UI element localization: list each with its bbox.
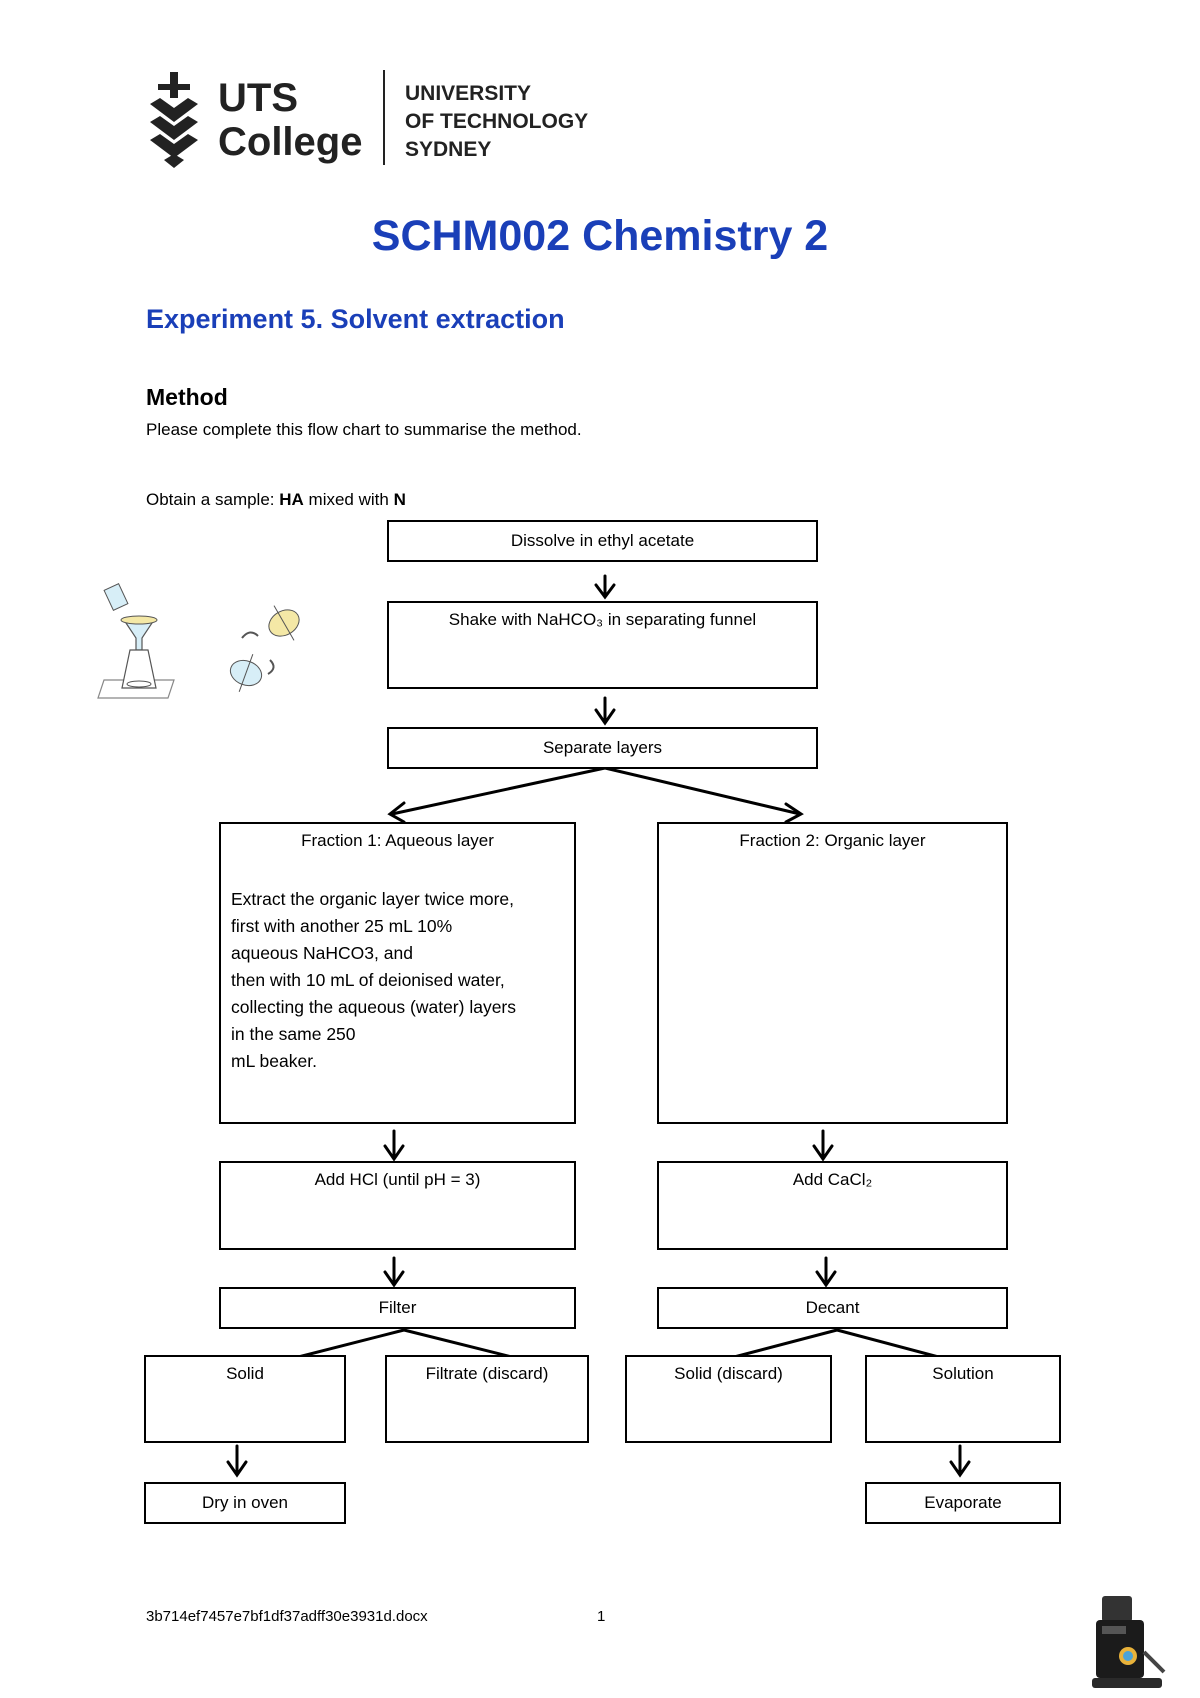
solid-label: Solid bbox=[226, 1364, 264, 1383]
box-add-cacl2: Add CaCl₂ bbox=[657, 1161, 1008, 1250]
box-filtrate-discard: Filtrate (discard) bbox=[385, 1355, 589, 1443]
box-solid-discard: Solid (discard) bbox=[625, 1355, 832, 1443]
dry-in-oven-label: Dry in oven bbox=[202, 1493, 288, 1512]
box-evaporate: Evaporate bbox=[865, 1482, 1061, 1524]
uts-crest-icon bbox=[150, 72, 198, 168]
logo-uni-line3: SYDNEY bbox=[405, 138, 492, 161]
box-separate: Separate layers bbox=[387, 727, 818, 769]
box-filter: Filter bbox=[219, 1287, 576, 1329]
box-shake: Shake with NaHCO₃ in separating funnel bbox=[387, 601, 818, 689]
fraction1-note: Extract the organic layer twice more, fi… bbox=[231, 886, 564, 1075]
fraction1-note-line7: mL beaker. bbox=[231, 1051, 317, 1071]
logo-uni-line2: OF TECHNOLOGY bbox=[405, 110, 589, 133]
footer-filename: 3b714ef7457e7bf1df37adff30e3931d.docx bbox=[146, 1608, 428, 1625]
arrow-dissolve-to-shake bbox=[594, 574, 616, 600]
box-fraction1: Fraction 1: Aqueous layer Extract the or… bbox=[219, 822, 576, 1124]
sample-n: N bbox=[393, 490, 406, 509]
spectrometer-illustration bbox=[1092, 1596, 1166, 1688]
logo-uts-text: UTS bbox=[218, 76, 298, 120]
evaporate-label: Evaporate bbox=[924, 1493, 1002, 1512]
method-heading: Method bbox=[146, 384, 228, 410]
funnel-filtration-illustration bbox=[97, 582, 175, 699]
logo-college-text: College bbox=[218, 120, 363, 164]
fraction1-note-line5: collecting the aqueous (water) layers bbox=[231, 997, 517, 1017]
fraction1-note-line6: in the same 250 bbox=[231, 1024, 356, 1044]
box-solid: Solid bbox=[144, 1355, 346, 1443]
box-solution: Solution bbox=[865, 1355, 1061, 1443]
add-hcl-label: Add HCl (until pH = 3) bbox=[314, 1170, 481, 1189]
fraction1-note-line2: first with another 25 mL 10% bbox=[231, 916, 453, 936]
logo-university-name: UNIVERSITY OF TECHNOLOGY SYDNEY bbox=[405, 80, 588, 164]
separating-funnel-shake-illustration bbox=[229, 605, 300, 692]
shake-label: Shake with NaHCO₃ in separating funnel bbox=[448, 610, 757, 629]
sample-mid: mixed with bbox=[303, 490, 394, 509]
filtrate-discard-label: Filtrate (discard) bbox=[425, 1364, 549, 1383]
decant-label: Decant bbox=[805, 1298, 860, 1317]
add-cacl2-label: Add CaCl₂ bbox=[792, 1170, 873, 1189]
sample-line: Obtain a sample: HA mixed with N bbox=[146, 488, 406, 512]
box-dissolve: Dissolve in ethyl acetate bbox=[387, 520, 818, 562]
logo-uni-line1: UNIVERSITY bbox=[405, 82, 532, 105]
box-fraction2: Fraction 2: Organic layer bbox=[657, 822, 1008, 1124]
uts-logo bbox=[146, 70, 606, 170]
separate-label: Separate layers bbox=[542, 738, 663, 757]
box-dry-in-oven: Dry in oven bbox=[144, 1482, 346, 1524]
sample-ha: HA bbox=[279, 490, 304, 509]
dissolve-label: Dissolve in ethyl acetate bbox=[510, 531, 695, 550]
arrow-shake-to-separate bbox=[594, 696, 616, 726]
box-decant: Decant bbox=[657, 1287, 1008, 1329]
filter-label: Filter bbox=[378, 1298, 417, 1317]
sample-prefix: Obtain a sample: bbox=[146, 490, 280, 509]
experiment-title: Experiment 5. Solvent extraction bbox=[146, 304, 565, 334]
solution-label: Solution bbox=[932, 1364, 994, 1383]
logo-divider bbox=[383, 70, 385, 165]
solid-discard-label: Solid (discard) bbox=[674, 1364, 783, 1383]
document-title: SCHM002 Chemistry 2 bbox=[371, 212, 829, 260]
fraction1-title: Fraction 1: Aqueous layer bbox=[301, 831, 494, 850]
fraction2-title: Fraction 2: Organic layer bbox=[739, 831, 926, 850]
fraction1-note-line3: aqueous NaHCO3, and bbox=[231, 943, 413, 963]
footer-page-number: 1 bbox=[597, 1608, 606, 1625]
method-instruction: Please complete this flow chart to summa… bbox=[146, 420, 582, 439]
fraction1-note-line1: Extract the organic layer twice more, bbox=[231, 889, 515, 909]
fraction1-note-line4: then with 10 mL of deionised water, bbox=[231, 970, 505, 990]
box-add-hcl: Add HCl (until pH = 3) bbox=[219, 1161, 576, 1250]
